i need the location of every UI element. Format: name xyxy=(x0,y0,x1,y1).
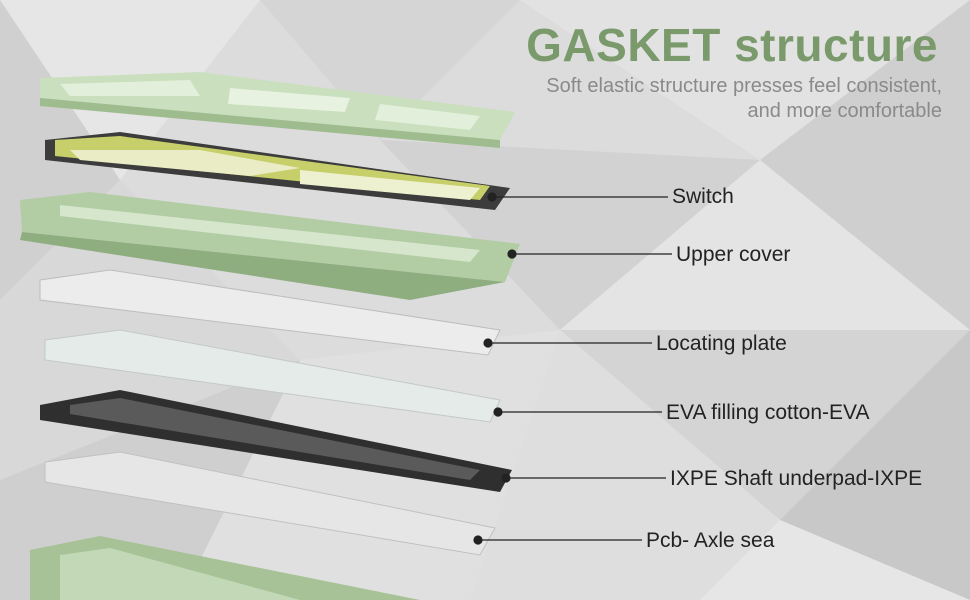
label-pcb: Pcb- Axle sea xyxy=(646,529,775,552)
switches-layer xyxy=(45,132,510,210)
subtitle-line-2: and more comfortable xyxy=(747,100,942,122)
pcb-layer xyxy=(44,451,496,556)
label-ixpe-underpad: IXPE Shaft underpad-IXPE xyxy=(670,467,923,490)
page-subtitle: Soft elastic structure presses feel cons… xyxy=(546,74,942,124)
ixpe-pad-layer xyxy=(40,390,512,492)
bottom-case-layer xyxy=(30,536,420,600)
label-switch: Switch xyxy=(672,185,734,208)
callout-lines xyxy=(473,192,672,545)
label-eva-filling: EVA filling cotton-EVA xyxy=(666,401,870,424)
upper-cover-layer xyxy=(20,192,520,300)
subtitle-line-1: Soft elastic structure presses feel cons… xyxy=(546,75,942,97)
label-upper-cover: Upper cover xyxy=(676,243,791,266)
label-locating-plate: Locating plate xyxy=(656,332,787,355)
page-title: GASKET structure xyxy=(526,19,938,71)
keycaps-layer xyxy=(40,72,515,148)
